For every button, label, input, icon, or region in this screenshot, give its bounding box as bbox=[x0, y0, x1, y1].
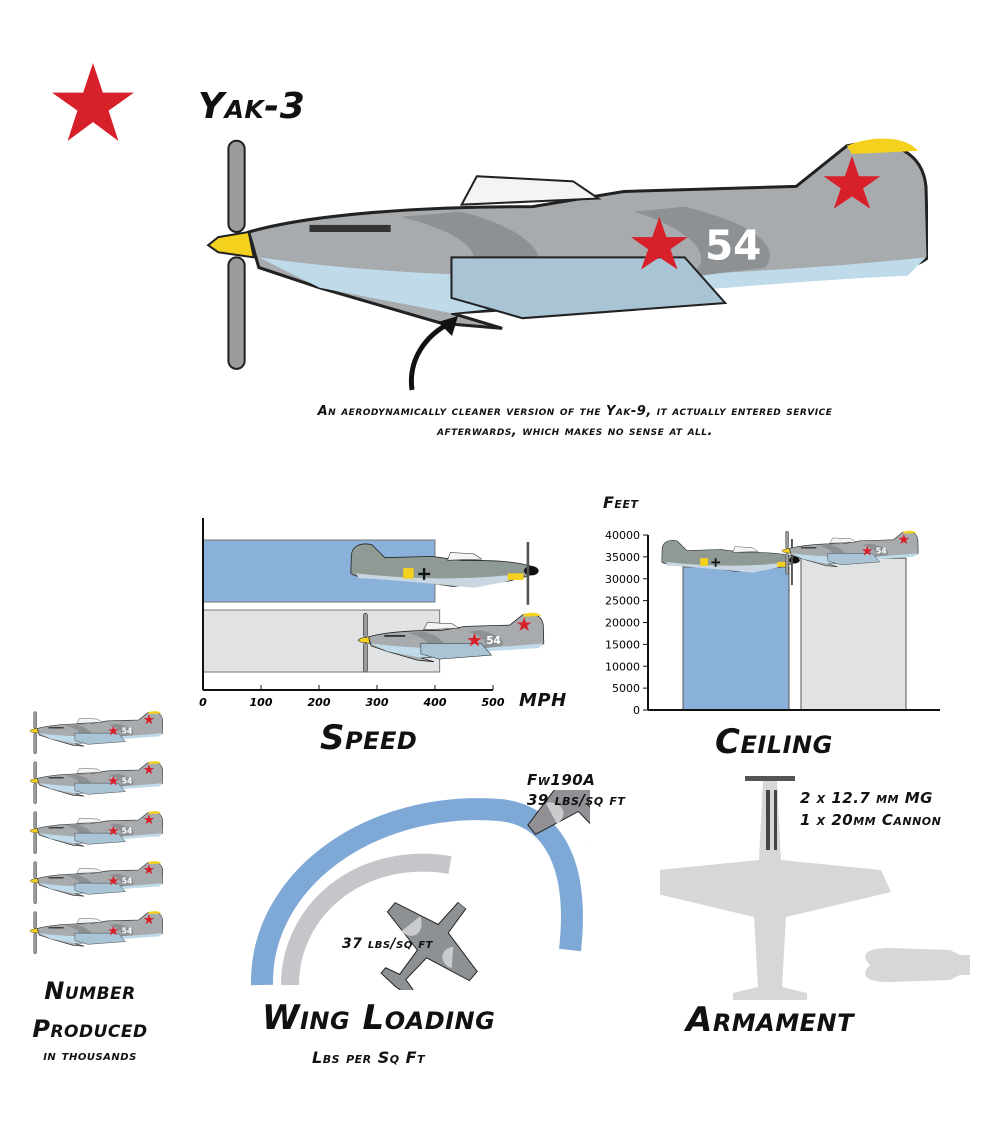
armament-title: Armament bbox=[686, 1000, 854, 1040]
ceiling-tick-label: 5000 bbox=[612, 682, 640, 695]
number-produced-chart bbox=[28, 710, 163, 960]
produced-unit-plane bbox=[28, 860, 163, 910]
ceiling-tick-label: 0 bbox=[633, 704, 640, 717]
speed-tick-label: 400 bbox=[423, 696, 447, 709]
speed-tick-label: 300 bbox=[366, 696, 389, 709]
armament-cannon: 1 x 20mm Cannon bbox=[800, 811, 942, 829]
number-produced-title: Number Produced bbox=[10, 972, 170, 1048]
ceiling-tick-label: 25000 bbox=[605, 595, 640, 608]
yak3-top-view bbox=[353, 870, 504, 990]
wing-loading-subtitle: Lbs per Sq Ft bbox=[312, 1048, 426, 1067]
yak3-silhouette bbox=[660, 780, 891, 1000]
speed-tick-label: 100 bbox=[250, 696, 273, 709]
number-produced-title-line2: Produced bbox=[32, 1015, 148, 1043]
yak3-wing-loading-arc bbox=[281, 853, 452, 986]
speed-tick-label: 200 bbox=[308, 696, 331, 709]
bomb-icon bbox=[865, 948, 970, 982]
caption-line-2: afterwards, which makes no sense at all. bbox=[437, 424, 713, 439]
page-title: Yak-3 bbox=[198, 86, 306, 127]
fw190-wing-loading-arc bbox=[250, 798, 583, 986]
armament-graphic bbox=[660, 776, 970, 1000]
propeller-icon bbox=[745, 776, 795, 781]
ceiling-tick-label: 30000 bbox=[605, 573, 640, 586]
ceiling-tick-label: 40000 bbox=[605, 529, 640, 542]
ceiling-tick-label: 15000 bbox=[605, 638, 640, 651]
speed-tick-label: 0 bbox=[199, 696, 207, 709]
ceiling-chart: 0 5000 10000 15000 20000 25000 30000 35000 40000 bbox=[605, 529, 940, 717]
produced-unit-plane bbox=[28, 710, 163, 760]
armament-details: 2 x 12.7 mm MG 1 x 20mm Cannon bbox=[800, 787, 941, 831]
yak3-wing-loading-label: 37 lbs/sq ft bbox=[342, 936, 433, 952]
ceiling-title: Ceiling bbox=[715, 722, 833, 762]
produced-unit-plane bbox=[28, 810, 163, 860]
ceiling-bar-fw190a bbox=[682, 566, 790, 711]
ceiling-bar-yak-3 bbox=[800, 557, 907, 711]
produced-unit-plane bbox=[28, 760, 163, 810]
red-star-icon bbox=[52, 63, 134, 141]
caption-line-1: An aerodynamically cleaner version of th… bbox=[317, 404, 833, 419]
wing-loading-graphic bbox=[250, 790, 590, 990]
armament-mg: 2 x 12.7 mm MG bbox=[800, 789, 933, 807]
fw190-value: 39 lbs/sq ft bbox=[527, 791, 626, 809]
pointer-arrow-icon bbox=[408, 316, 458, 391]
ceiling-tick-label: 10000 bbox=[605, 660, 640, 673]
number-produced-subtitle: in thousands bbox=[43, 1048, 137, 1064]
speed-chart: 0 100 200 300 400 500 bbox=[199, 518, 545, 709]
caption: An aerodynamically cleaner version of th… bbox=[280, 402, 870, 442]
speed-axis-label: MPH bbox=[519, 690, 567, 711]
wing-loading-title: Wing Loading bbox=[262, 998, 496, 1038]
ceiling-tick-label: 20000 bbox=[605, 617, 640, 630]
ceiling-tick-label: 35000 bbox=[605, 551, 640, 564]
fw190-wing-loading-label: Fw190A 39 lbs/sq ft bbox=[527, 770, 625, 810]
number-produced-title-line1: Number bbox=[44, 977, 136, 1005]
fw190-name: Fw190A bbox=[527, 771, 596, 789]
speed-tick-label: 500 bbox=[482, 696, 505, 709]
yak3-side-illustration bbox=[198, 135, 928, 400]
speed-title: Speed bbox=[320, 718, 418, 758]
ceiling-axis-label: Feet bbox=[603, 493, 639, 512]
produced-unit-plane bbox=[28, 910, 163, 960]
